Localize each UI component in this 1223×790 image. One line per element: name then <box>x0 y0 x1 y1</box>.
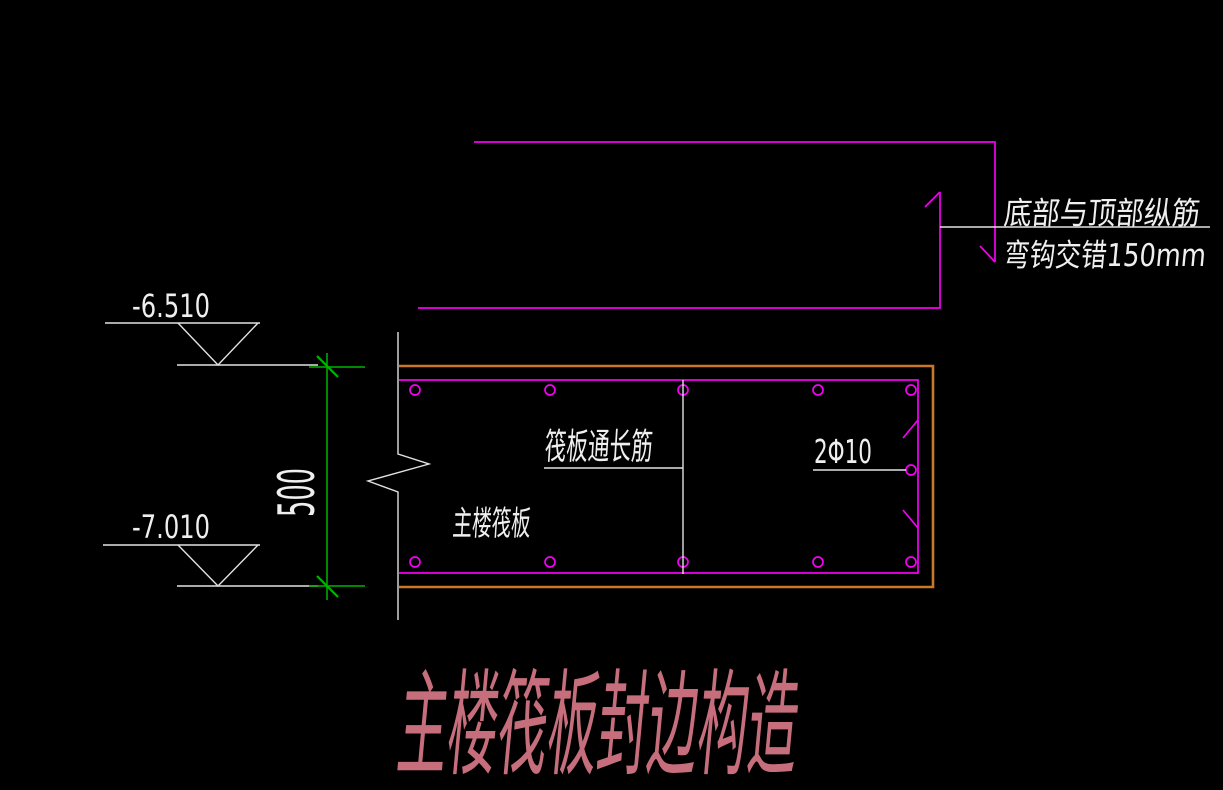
edge-bar-label: 2Φ10 <box>814 434 872 472</box>
rebar-section-dot <box>812 384 824 396</box>
annotation-text-group: 底部与顶部纵筋 弯钩交错150mm 筏板通长筋 主楼筏板 2Φ10 -6.510… <box>132 196 1208 546</box>
slab-edge-rebar <box>399 379 919 574</box>
rebar-geometry-group <box>399 141 996 574</box>
rebar-section-dot <box>905 464 917 476</box>
elevation-top-value: -6.510 <box>132 287 210 325</box>
rebar-section-dot <box>409 384 421 396</box>
top-longitudinal-bar <box>474 141 996 262</box>
dim-text-500: 500 <box>268 468 326 517</box>
main-slab-label: 主楼筏板 <box>451 503 531 543</box>
drawing-title: 主楼筏板封边构造 <box>392 658 804 790</box>
rebar-section-dot <box>812 556 824 568</box>
dimension-group <box>309 353 365 600</box>
dim-tick-bottom <box>316 575 339 598</box>
elevation-bottom-triangle <box>177 544 259 588</box>
rebar-section-dot <box>905 556 917 568</box>
concrete-slab-edge-outline <box>399 364 935 589</box>
edge-bar-hook-upper <box>902 419 919 439</box>
top-bar-hook <box>979 245 996 263</box>
slab-cut-break-line <box>365 332 432 620</box>
bottom-longitudinal-bar <box>418 192 941 309</box>
title-group: 主楼筏板封边构造 <box>392 658 804 790</box>
hook-note-line2: 弯钩交错150mm <box>1002 238 1207 275</box>
rebar-section-dot <box>544 384 556 396</box>
elevation-marker-top <box>105 322 318 367</box>
through-bar-label: 筏板通长筋 <box>543 426 654 468</box>
elevation-marker-bottom <box>103 544 318 588</box>
bottom-bar-hook <box>924 191 941 208</box>
elevation-bottom-value: -7.010 <box>132 508 210 546</box>
edge-bar-hook-lower <box>902 509 919 529</box>
white-line-group <box>103 226 1210 620</box>
rebar-section-dot <box>409 556 421 568</box>
rebar-section-dot <box>905 384 917 396</box>
rebar-section-dot <box>544 556 556 568</box>
hook-note-line1: 底部与顶部纵筋 <box>1002 196 1201 233</box>
elevation-top-triangle <box>177 322 259 367</box>
dim-tick-top <box>316 355 339 378</box>
concrete-outline-group <box>399 364 935 589</box>
